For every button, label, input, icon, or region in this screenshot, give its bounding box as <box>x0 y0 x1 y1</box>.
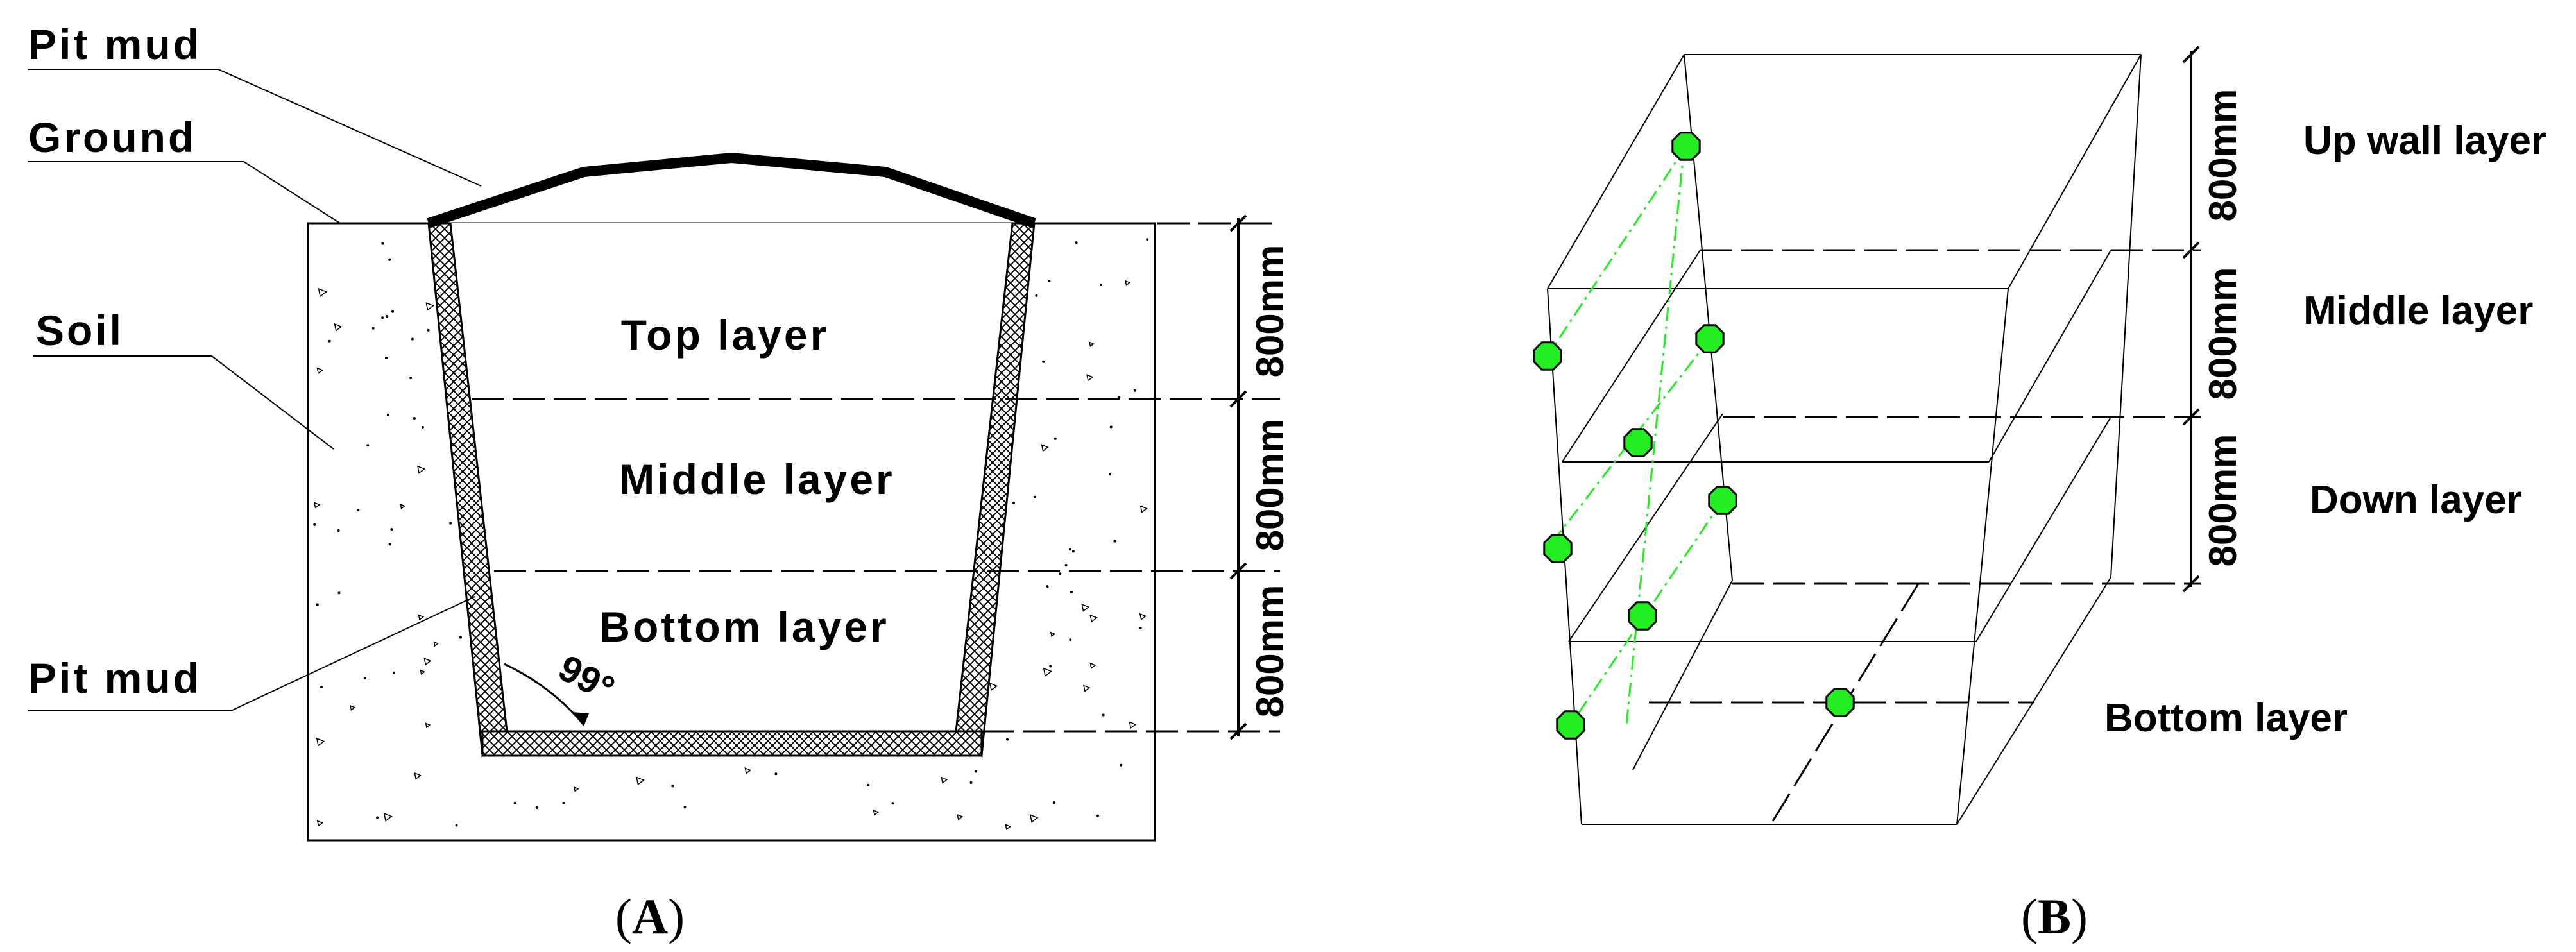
panel-b <box>1546 46 2201 825</box>
sampling-point <box>1825 688 1855 717</box>
up-wall-layer-label: Up wall layer <box>2303 119 2546 163</box>
dimension-label-middle: 800mm <box>1249 419 1292 552</box>
panel-b-text: 800mm 800mm 800mm Up wall layer Middle l… <box>2021 89 2546 944</box>
pit-mud-cover <box>427 152 1036 228</box>
sampling-points <box>1533 132 1855 740</box>
sampling-point <box>1543 534 1573 563</box>
middle-layer-b-label: Middle layer <box>2303 289 2533 333</box>
soil-leader <box>33 355 334 450</box>
pit-mud-floor <box>481 730 983 757</box>
down-layer-label: Down layer <box>2310 478 2522 522</box>
top-layer-label: Top layer <box>621 311 830 359</box>
dimension-label-b-middle: 800mm <box>2201 268 2244 400</box>
pit-mud-bottom-label: Pit mud <box>28 654 201 702</box>
dimension-label-b-top: 800mm <box>2201 89 2244 222</box>
ground-leader <box>28 161 341 224</box>
middle-layer-label: Middle layer <box>619 455 894 503</box>
caption-a: (A) <box>615 888 685 944</box>
sampling-point <box>1628 601 1657 631</box>
sampling-point <box>1695 324 1725 353</box>
dimension-ticks-b <box>2182 46 2200 593</box>
sampling-point <box>1708 486 1737 515</box>
sampling-point <box>1556 710 1585 740</box>
caption-b: (B) <box>2021 888 2088 944</box>
pit-mud-top-leader <box>28 69 482 187</box>
pit-mud-top-label: Pit mud <box>28 21 201 68</box>
panel-a: 800mm 800mm 800mm Top layer Middle layer… <box>28 21 1292 944</box>
bottom-layer-b-label: Bottom layer <box>2104 696 2348 740</box>
layer-planes <box>1562 250 2111 770</box>
bottom-layer-label: Bottom layer <box>599 603 889 650</box>
dimension-label-b-bottom: 800mm <box>2201 434 2244 567</box>
ground-label: Ground <box>28 114 196 161</box>
angle-arrow <box>572 712 589 726</box>
dimension-label-top: 800mm <box>1249 245 1292 378</box>
soil-label: Soil <box>36 307 124 354</box>
pit-mud-bottom-leader <box>28 596 475 711</box>
sampling-point <box>1533 341 1562 371</box>
soil-texture <box>313 238 1149 830</box>
sampling-point <box>1671 132 1701 161</box>
pit-interior <box>450 223 1012 731</box>
sampling-point <box>1623 428 1653 457</box>
dimension-ticks <box>1229 214 1247 740</box>
dimension-label-bottom: 800mm <box>1249 585 1292 718</box>
